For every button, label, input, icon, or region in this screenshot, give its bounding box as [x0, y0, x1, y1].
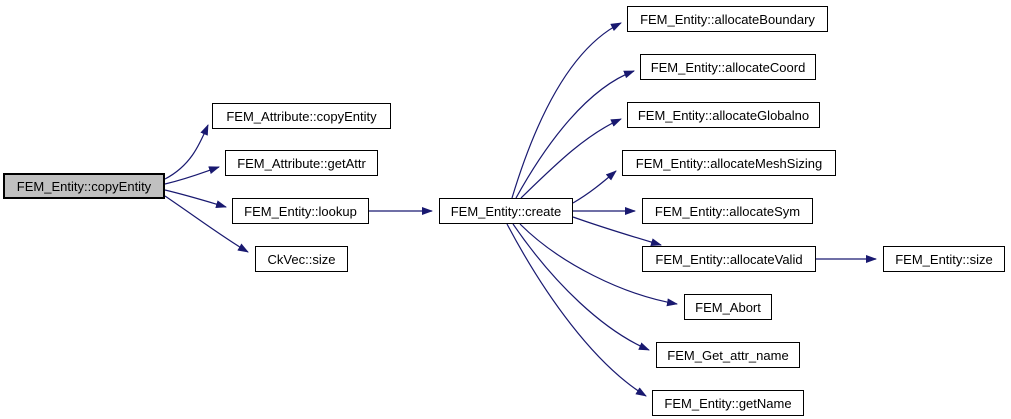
edge-copyentity-to-attribute-copyentity	[164, 124, 209, 180]
node-fem-entity-allocateglobalno[interactable]: FEM_Entity::allocateGlobalno	[627, 102, 820, 128]
edge-copyentity-to-lookup	[164, 189, 227, 209]
node-fem-attribute-copyentity[interactable]: FEM_Attribute::copyEntity	[212, 103, 391, 129]
node-fem-entity-size[interactable]: FEM_Entity::size	[883, 246, 1005, 272]
node-fem-entity-allocateboundary[interactable]: FEM_Entity::allocateBoundary	[627, 6, 828, 32]
edge-create-to-allocatecoord	[515, 70, 635, 199]
edge-create-to-allocatevalid	[572, 216, 662, 246]
node-fem-entity-allocatevalid[interactable]: FEM_Entity::allocateValid	[642, 246, 816, 272]
node-fem-abort[interactable]: FEM_Abort	[684, 294, 772, 320]
node-fem-get-attr-name[interactable]: FEM_Get_attr_name	[656, 342, 800, 368]
edge-create-to-allocateboundary	[511, 22, 622, 199]
edge-copyentity-to-ckvec-size	[164, 195, 249, 253]
edge-create-to-allocateglobalno	[520, 118, 622, 199]
node-fem-entity-lookup[interactable]: FEM_Entity::lookup	[232, 198, 369, 224]
node-fem-entity-allocatemeshsizing[interactable]: FEM_Entity::allocateMeshSizing	[622, 150, 836, 176]
edge-create-to-fem-abort	[519, 223, 678, 307]
edge-copyentity-to-attribute-getattr	[164, 166, 220, 185]
node-fem-attribute-getattr[interactable]: FEM_Attribute::getAttr	[225, 150, 378, 176]
edge-create-to-fem-get-attr-name	[512, 223, 650, 351]
node-ckvec-size[interactable]: CkVec::size	[255, 246, 348, 272]
node-fem-entity-copyentity: FEM_Entity::copyEntity	[3, 173, 165, 199]
edge-create-to-getname	[506, 223, 647, 397]
node-fem-entity-create[interactable]: FEM_Entity::create	[439, 198, 573, 224]
node-fem-entity-allocatesym[interactable]: FEM_Entity::allocateSym	[642, 198, 813, 224]
node-fem-entity-getname[interactable]: FEM_Entity::getName	[652, 390, 804, 416]
node-fem-entity-allocatecoord[interactable]: FEM_Entity::allocateCoord	[640, 54, 816, 80]
edge-create-to-allocatemeshsizing	[572, 170, 617, 204]
